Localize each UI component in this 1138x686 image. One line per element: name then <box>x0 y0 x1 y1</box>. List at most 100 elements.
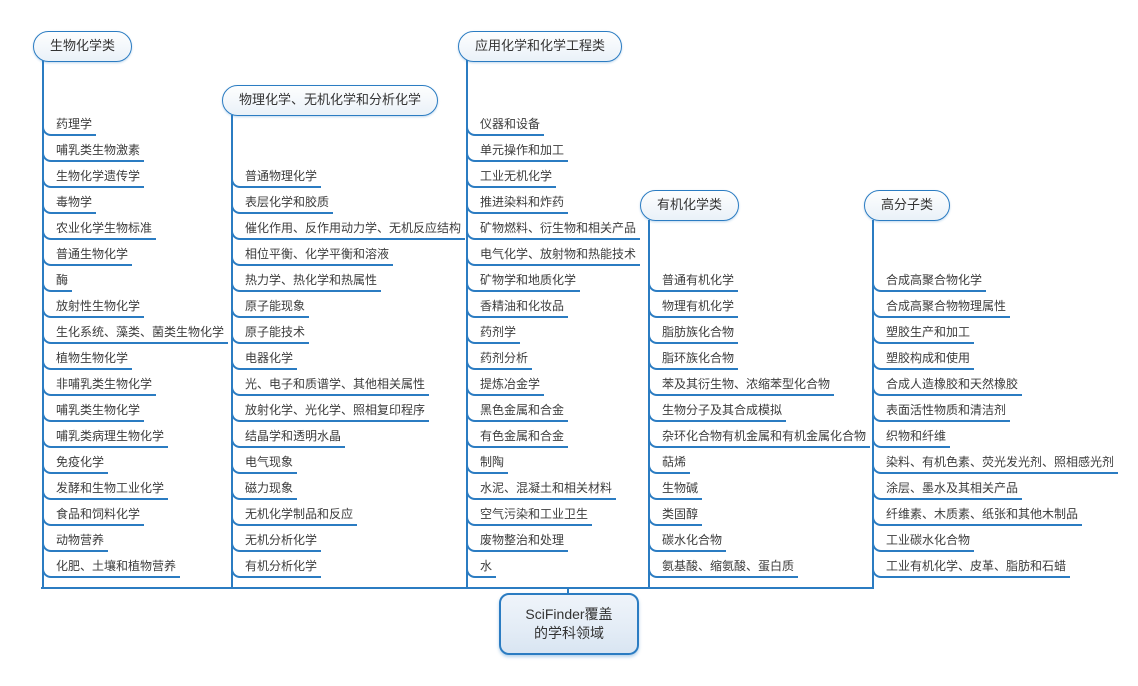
branch-item: 化肥、土壤和植物营养 <box>42 554 181 578</box>
branch-item-label[interactable]: 光、电子和质谱学、其他相关属性 <box>244 377 430 396</box>
branch-item: 相位平衡、化学平衡和溶液 <box>231 242 394 266</box>
branch-item-label[interactable]: 脂肪族化合物 <box>661 325 739 344</box>
branch-item-label[interactable]: 化肥、土壤和植物营养 <box>55 559 181 578</box>
branch-item-label[interactable]: 水泥、混凝土和相关材料 <box>479 481 617 500</box>
branch-item-label[interactable]: 生物化学遗传学 <box>55 169 145 188</box>
branch-item-label[interactable]: 有色金属和合金 <box>479 429 569 448</box>
branch-node-polymer[interactable]: 高分子类 <box>864 190 951 221</box>
branch-item-label[interactable]: 表层化学和胶质 <box>244 195 334 214</box>
branch-item-label[interactable]: 非哺乳类生物化学 <box>55 377 157 396</box>
branch-item-label[interactable]: 空气污染和工业卫生 <box>479 507 593 526</box>
branch-item-label[interactable]: 提炼冶金学 <box>479 377 545 396</box>
branch-item-label[interactable]: 矿物学和地质化学 <box>479 273 581 292</box>
branch-item: 水 <box>466 554 497 578</box>
branch-item-label[interactable]: 杂环化合物有机金属和有机金属化合物 <box>661 429 871 448</box>
branch-item-label[interactable]: 普通有机化学 <box>661 273 739 292</box>
branch-item-label[interactable]: 氨基酸、缩氨酸、蛋白质 <box>661 559 799 578</box>
branch-item-label[interactable]: 植物生物化学 <box>55 351 133 370</box>
branch-item-label[interactable]: 哺乳类生物激素 <box>55 143 145 162</box>
branch-item-label[interactable]: 塑胶生产和加工 <box>885 325 975 344</box>
branch-item-label[interactable]: 表面活性物质和清洁剂 <box>885 403 1011 422</box>
branch-item-label[interactable]: 磁力现象 <box>244 481 298 500</box>
branch-item-label[interactable]: 原子能技术 <box>244 325 310 344</box>
branch-item-label[interactable]: 免疫化学 <box>55 455 109 474</box>
branch-item-label[interactable]: 药剂学 <box>479 325 521 344</box>
branch-item: 免疫化学 <box>42 450 109 474</box>
branch-item-label[interactable]: 普通生物化学 <box>55 247 133 266</box>
branch-item-label[interactable]: 有机分析化学 <box>244 559 322 578</box>
branch-item-label[interactable]: 药理学 <box>55 117 97 136</box>
branch-item-label[interactable]: 涂层、墨水及其相关产品 <box>885 481 1023 500</box>
branch-item-label[interactable]: 纤维素、木质素、纸张和其他木制品 <box>885 507 1083 526</box>
branch-item-label[interactable]: 仪器和设备 <box>479 117 545 136</box>
branch-node-applied-chemistry-chemical-engineering[interactable]: 应用化学和化学工程类 <box>458 31 623 62</box>
branch-item-label[interactable]: 单元操作和加工 <box>479 143 569 162</box>
branch-item: 生物碱 <box>648 476 703 500</box>
branch-item-label[interactable]: 推进染料和炸药 <box>479 195 569 214</box>
branch-item: 电气现象 <box>231 450 298 474</box>
branch-item-label[interactable]: 酶 <box>55 273 73 292</box>
branch-item-label[interactable]: 脂环族化合物 <box>661 351 739 370</box>
branch-item-label[interactable]: 食品和饲料化学 <box>55 507 145 526</box>
root-node[interactable]: SciFinder覆盖 的学科领域 <box>499 593 639 655</box>
branch-item-label[interactable]: 热力学、热化学和热属性 <box>244 273 382 292</box>
branch-item-label[interactable]: 生化系统、藻类、菌类生物化学 <box>55 325 229 344</box>
branch-item-label[interactable]: 塑胶构成和使用 <box>885 351 975 370</box>
branch-node-physical-inorganic-analytical-chemistry[interactable]: 物理化学、无机化学和分析化学 <box>222 85 439 116</box>
branch-item: 放射性生物化学 <box>42 294 145 318</box>
branch-item: 矿物燃料、衍生物和相关产品 <box>466 216 641 240</box>
branch-item: 光、电子和质谱学、其他相关属性 <box>231 372 430 396</box>
branch-item-label[interactable]: 萜烯 <box>661 455 691 474</box>
branch-item-label[interactable]: 织物和纤维 <box>885 429 951 448</box>
branch-item: 原子能技术 <box>231 320 310 344</box>
branch-item: 哺乳类病理生物化学 <box>42 424 169 448</box>
branch-item-label[interactable]: 合成高聚合物物理属性 <box>885 299 1011 318</box>
branch-item-label[interactable]: 催化作用、反作用动力学、无机反应结构 <box>244 221 466 240</box>
branch-item-label[interactable]: 哺乳类生物化学 <box>55 403 145 422</box>
branch-item-label[interactable]: 发酵和生物工业化学 <box>55 481 169 500</box>
branch-item-label[interactable]: 染料、有机色素、荧光发光剂、照相感光剂 <box>885 455 1119 474</box>
bottom-connector-line <box>41 587 874 589</box>
branch-item-label[interactable]: 生物分子及其合成模拟 <box>661 403 787 422</box>
branch-item: 药剂学 <box>466 320 521 344</box>
branch-item-label[interactable]: 原子能现象 <box>244 299 310 318</box>
branch-item: 无机分析化学 <box>231 528 322 552</box>
branch-item-label[interactable]: 工业无机化学 <box>479 169 557 188</box>
branch-item-label[interactable]: 哺乳类病理生物化学 <box>55 429 169 448</box>
branch-item-label[interactable]: 生物碱 <box>661 481 703 500</box>
branch-item: 合成人造橡胶和天然橡胶 <box>872 372 1023 396</box>
branch-item-label[interactable]: 碳水化合物 <box>661 533 727 552</box>
branch-item-label[interactable]: 电气化学、放射物和热能技术 <box>479 247 641 266</box>
branch-item: 普通生物化学 <box>42 242 133 266</box>
branch-item-label[interactable]: 药剂分析 <box>479 351 533 370</box>
branch-item-label[interactable]: 无机化学制品和反应 <box>244 507 358 526</box>
branch-item-label[interactable]: 相位平衡、化学平衡和溶液 <box>244 247 394 266</box>
branch-item-label[interactable]: 水 <box>479 559 497 578</box>
branch-item-label[interactable]: 无机分析化学 <box>244 533 322 552</box>
branch-item-label[interactable]: 废物整治和处理 <box>479 533 569 552</box>
branch-item-label[interactable]: 合成人造橡胶和天然橡胶 <box>885 377 1023 396</box>
branch-item-label[interactable]: 放射化学、光化学、照相复印程序 <box>244 403 430 422</box>
branch-item-label[interactable]: 电气现象 <box>244 455 298 474</box>
branch-item-label[interactable]: 毒物学 <box>55 195 97 214</box>
branch-item-label[interactable]: 动物营养 <box>55 533 109 552</box>
branch-item-label[interactable]: 普通物理化学 <box>244 169 322 188</box>
branch-item-label[interactable]: 香精油和化妆品 <box>479 299 569 318</box>
branch-item-label[interactable]: 电器化学 <box>244 351 298 370</box>
branch-item-label[interactable]: 类固醇 <box>661 507 703 526</box>
branch-item-label[interactable]: 物理有机化学 <box>661 299 739 318</box>
branch-item-label[interactable]: 放射性生物化学 <box>55 299 145 318</box>
branch-item-label[interactable]: 工业有机化学、皮革、脂肪和石蜡 <box>885 559 1071 578</box>
branch-item-label[interactable]: 苯及其衍生物、浓缩苯型化合物 <box>661 377 835 396</box>
branch-item-label[interactable]: 合成高聚合物化学 <box>885 273 987 292</box>
branch-node-organic-chemistry[interactable]: 有机化学类 <box>640 190 740 221</box>
branch-item: 工业无机化学 <box>466 164 557 188</box>
branch-item-label[interactable]: 结晶学和透明水晶 <box>244 429 346 448</box>
branch-item-label[interactable]: 农业化学生物标准 <box>55 221 157 240</box>
branch-item: 放射化学、光化学、照相复印程序 <box>231 398 430 422</box>
branch-item-label[interactable]: 制陶 <box>479 455 509 474</box>
branch-item-label[interactable]: 黑色金属和合金 <box>479 403 569 422</box>
branch-node-biochemistry[interactable]: 生物化学类 <box>33 31 133 62</box>
branch-item-label[interactable]: 工业碳水化合物 <box>885 533 975 552</box>
branch-item-label[interactable]: 矿物燃料、衍生物和相关产品 <box>479 221 641 240</box>
